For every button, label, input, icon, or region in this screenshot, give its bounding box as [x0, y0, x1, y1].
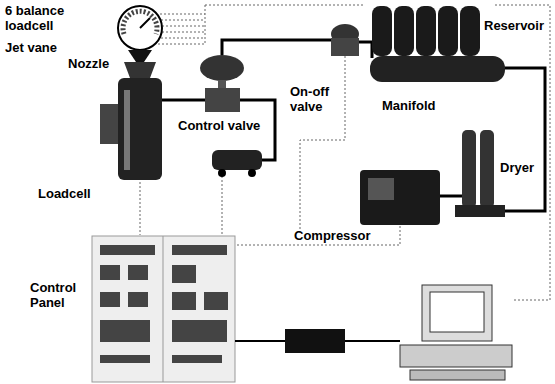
loadcell-wire — [158, 5, 205, 44]
screen — [430, 292, 484, 332]
desktop-case — [400, 345, 512, 367]
part-label: Loadcell — [38, 186, 91, 201]
compressor-wire — [235, 226, 400, 245]
part-label: 6 balance loadcell — [5, 3, 81, 33]
reservoir-tanks — [372, 6, 480, 56]
on-off-valve — [331, 24, 359, 56]
nozzle — [124, 62, 156, 78]
interface-box — [285, 329, 345, 353]
panel-wire — [140, 182, 141, 235]
control — [172, 355, 222, 363]
part-label: Control Panel — [30, 280, 88, 310]
tank — [372, 6, 392, 56]
part-label: Reservoir — [484, 18, 544, 33]
pipe — [505, 68, 545, 211]
panel-controls — [100, 245, 228, 363]
control — [204, 292, 228, 310]
gauge-needle — [140, 18, 150, 28]
manifold — [370, 56, 505, 82]
dryer — [455, 130, 505, 217]
valve-body — [205, 88, 240, 112]
pipe — [440, 195, 462, 198]
part-label: Jet vane — [5, 40, 57, 55]
motor-mount — [100, 104, 120, 144]
tank — [460, 6, 480, 56]
monitor — [422, 285, 492, 341]
balance-loadcell — [118, 6, 162, 50]
part-label: Control valve — [178, 118, 260, 133]
dryer-column — [462, 130, 476, 208]
motor-highlight — [124, 90, 130, 170]
keyboard — [410, 370, 505, 380]
control-panel — [92, 236, 235, 382]
panel-divider — [163, 236, 164, 382]
tank — [438, 6, 458, 56]
compressor-fan — [368, 178, 394, 200]
gauge-ticks — [123, 11, 157, 34]
cart — [212, 150, 262, 170]
panel-housing — [92, 236, 235, 382]
control — [100, 320, 150, 342]
pipe — [359, 42, 372, 58]
pipe — [162, 99, 205, 102]
pipes — [162, 40, 545, 211]
control-valve — [200, 55, 262, 177]
compressor — [360, 170, 440, 225]
control — [172, 292, 196, 310]
valve-body — [331, 38, 359, 56]
panel-wire — [222, 172, 223, 235]
part-label: On-off valve — [290, 84, 340, 114]
computer-wire — [495, 5, 550, 300]
control — [100, 245, 155, 255]
tank — [394, 6, 414, 56]
wheel — [248, 169, 256, 177]
part-label: Dryer — [500, 160, 534, 175]
control — [172, 320, 227, 342]
valve-wire — [300, 56, 345, 235]
part-label: Compressor — [294, 228, 371, 243]
part-label: Nozzle — [68, 56, 109, 71]
control — [100, 355, 150, 363]
pipe — [222, 40, 331, 55]
reservoir-wire — [205, 5, 365, 6]
compressor-body — [360, 170, 440, 225]
control — [172, 245, 227, 255]
part-label: Manifold — [382, 98, 435, 113]
control — [128, 292, 148, 307]
computer — [400, 285, 512, 380]
tank — [416, 6, 436, 56]
control — [100, 292, 120, 307]
motor — [100, 78, 162, 180]
gauge-dial — [118, 6, 162, 50]
dryer-base — [455, 205, 505, 217]
control — [128, 265, 148, 280]
wheel — [218, 169, 226, 177]
control — [100, 265, 120, 280]
control — [172, 265, 196, 283]
jet-vane — [128, 50, 152, 62]
motor-body — [118, 78, 162, 180]
valve-actuator — [200, 55, 244, 81]
dryer-column — [480, 130, 494, 208]
